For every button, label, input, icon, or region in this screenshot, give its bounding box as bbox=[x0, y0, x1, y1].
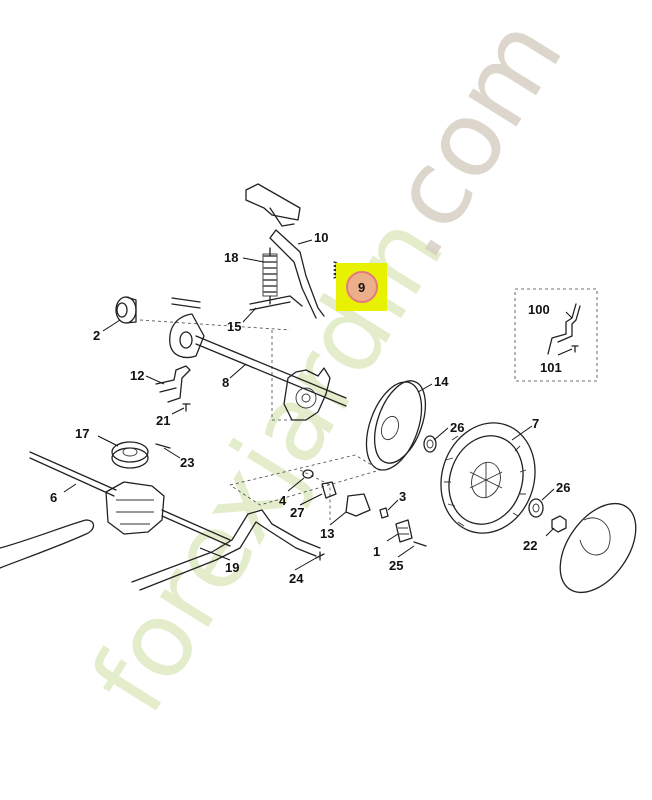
part-label-25[interactable]: 25 bbox=[389, 558, 403, 573]
pulley-17-drawing bbox=[111, 441, 171, 469]
drive-small-parts-drawing bbox=[302, 469, 427, 561]
axle-8-drawing bbox=[169, 297, 347, 421]
part-label-8[interactable]: 8 bbox=[222, 375, 229, 390]
part-label-10[interactable]: 10 bbox=[314, 230, 328, 245]
hub-cap-drawing bbox=[559, 502, 637, 594]
part-label-27[interactable]: 27 bbox=[290, 505, 304, 520]
part-label-1[interactable]: 1 bbox=[373, 544, 380, 559]
watermark: forexjardin .com bbox=[68, 0, 587, 733]
part-label-26-lower[interactable]: 26 bbox=[556, 480, 570, 495]
gearbox-6-drawing bbox=[29, 451, 231, 547]
part-label-21[interactable]: 21 bbox=[156, 413, 170, 428]
part-label-18[interactable]: 18 bbox=[224, 250, 238, 265]
part-label-2[interactable]: 2 bbox=[93, 328, 100, 343]
watermark-text-com: .com bbox=[348, 0, 587, 278]
bracket-12-drawing bbox=[155, 365, 191, 412]
wheel-7-drawing bbox=[440, 422, 536, 534]
part-label-14[interactable]: 14 bbox=[434, 374, 449, 389]
lever-rod-drawing bbox=[269, 229, 325, 319]
belt-drawing bbox=[0, 519, 95, 569]
highlight-circle bbox=[346, 271, 378, 303]
part-label-100[interactable]: 100 bbox=[528, 302, 550, 317]
bushing-2-drawing bbox=[115, 296, 137, 324]
part-label-13[interactable]: 13 bbox=[320, 526, 334, 541]
part-label-6[interactable]: 6 bbox=[50, 490, 57, 505]
highlight-part-9 bbox=[336, 263, 387, 311]
leader-lines bbox=[63, 239, 573, 571]
part-label-24[interactable]: 24 bbox=[289, 571, 304, 586]
part-label-19[interactable]: 19 bbox=[225, 560, 239, 575]
part-drawings bbox=[0, 183, 637, 594]
kit-100-101-drawing bbox=[547, 303, 581, 355]
rod-15-drawing bbox=[249, 295, 303, 311]
part-label-7[interactable]: 7 bbox=[532, 416, 539, 431]
spring-18-drawing bbox=[262, 247, 278, 305]
part-label-17[interactable]: 17 bbox=[75, 426, 89, 441]
watermark-text-forexjardin: forexjardin bbox=[68, 195, 468, 734]
part-label-22[interactable]: 22 bbox=[523, 538, 537, 553]
wheel-disc-14-drawing bbox=[365, 380, 427, 471]
part-label-23[interactable]: 23 bbox=[180, 455, 194, 470]
part-label-4[interactable]: 4 bbox=[279, 493, 287, 508]
frame-19-drawing bbox=[131, 509, 321, 591]
part-label-9[interactable]: 9 bbox=[358, 280, 365, 295]
top-bracket-drawing bbox=[245, 183, 301, 227]
nut-22-drawing bbox=[551, 515, 567, 533]
part-label-26-upper[interactable]: 26 bbox=[450, 420, 464, 435]
part-label-101[interactable]: 101 bbox=[540, 360, 562, 375]
part-label-15[interactable]: 15 bbox=[227, 319, 241, 334]
kit-box-100-101 bbox=[514, 288, 598, 382]
washer-26-drawings bbox=[423, 435, 544, 518]
part-labels: 10 18 9 2 15 12 8 21 14 26 7 17 23 6 4 2… bbox=[50, 230, 570, 586]
part-label-12[interactable]: 12 bbox=[130, 368, 144, 383]
part-label-3[interactable]: 3 bbox=[399, 489, 406, 504]
